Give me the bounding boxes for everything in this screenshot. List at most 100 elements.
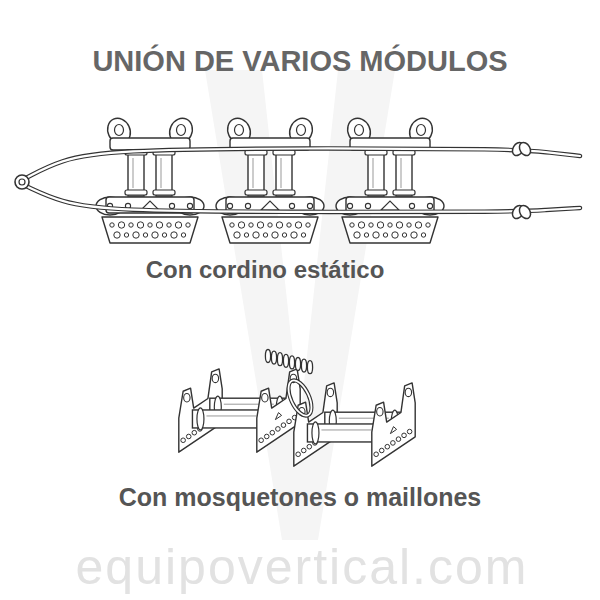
plate-notch [390, 427, 396, 434]
base-notch [261, 201, 279, 210]
plate-hole [281, 423, 286, 428]
roller [248, 150, 264, 196]
plate-hole [110, 223, 114, 227]
plate-hole [137, 222, 143, 228]
plate-hole [234, 232, 240, 238]
plate-hole [402, 433, 407, 438]
plate-hole [192, 430, 197, 435]
plate-hole [156, 222, 162, 228]
roller-shade [373, 158, 374, 188]
plate-hole [264, 434, 269, 439]
plate-hole [358, 222, 364, 228]
perforated-plate [222, 217, 318, 243]
static-cord-core [26, 148, 580, 178]
roller-shade [206, 415, 256, 416]
roller-shade [161, 158, 162, 188]
coil-turn [277, 353, 282, 366]
perforated-plate [102, 217, 198, 243]
plate-hole [129, 223, 133, 227]
ear-hole [417, 125, 426, 136]
roller-module [336, 115, 444, 243]
plate-hole [354, 232, 360, 238]
carabiner [284, 377, 316, 419]
ear-hole [115, 125, 124, 136]
carabiner-core [284, 377, 316, 419]
roller-shade [133, 158, 134, 188]
plate-hole [238, 222, 244, 228]
roller-shade [253, 158, 254, 188]
plate-hole [396, 222, 402, 228]
ear-hole [235, 125, 244, 136]
roller-flange [365, 190, 387, 195]
base-hole [245, 203, 250, 208]
plate-hole [307, 444, 312, 449]
roller [368, 150, 384, 196]
base-hole [427, 203, 432, 208]
ring [15, 175, 29, 189]
plate-hole [171, 232, 177, 238]
plate-hole [124, 233, 128, 237]
plate-hole [377, 408, 383, 416]
plate-hole [276, 427, 281, 432]
base-hole [289, 203, 294, 208]
plate-hole [301, 233, 305, 237]
coil-turn [307, 361, 312, 374]
plate-hole [373, 232, 379, 238]
plate-hole [282, 233, 286, 237]
roller-flange [273, 190, 295, 195]
spring-coil [265, 350, 312, 374]
plate-hole [374, 452, 379, 457]
roller [128, 150, 144, 196]
roller-shade [281, 158, 282, 188]
plate-hole [426, 223, 430, 227]
plate-hole [295, 222, 301, 228]
plate-hole [306, 223, 310, 227]
plate-hole [118, 222, 124, 228]
roller [156, 150, 172, 196]
knot-loop [517, 140, 533, 157]
plate-hole [186, 223, 190, 227]
knot-loop [517, 203, 533, 220]
plate-hole [114, 232, 120, 238]
roller-module-perspective [179, 369, 300, 452]
plate-hole [327, 388, 333, 396]
plate-hole [377, 222, 383, 228]
plate-hole [276, 222, 282, 228]
plate-hole [152, 232, 158, 238]
roller-module [216, 115, 324, 243]
roller-module-perspective [294, 383, 415, 466]
plate-hole [175, 222, 181, 228]
plate-hole [143, 233, 147, 237]
plate-hole [402, 233, 406, 237]
plate-hole [167, 223, 171, 227]
plate-hole [133, 232, 139, 238]
caption-label: Con mosquetones o maillones [119, 483, 482, 512]
plate-hole [369, 223, 373, 227]
plate-hole [262, 394, 268, 402]
coil-turn [289, 356, 294, 369]
plate-hole [287, 419, 292, 424]
coil-turn [301, 359, 306, 372]
plate-hole [405, 388, 411, 396]
plate-hole [184, 394, 190, 402]
ring-hole [19, 179, 25, 185]
plate-notch [275, 413, 281, 420]
plate-hole [181, 438, 186, 443]
base-hole [409, 203, 414, 208]
roller-shade [401, 158, 402, 188]
plate-hole [391, 441, 396, 446]
base-hole [347, 203, 352, 208]
roller-flange [197, 408, 204, 430]
plate-hole [181, 233, 185, 237]
watermark: equipovertical.com [76, 539, 529, 597]
plate-hole [411, 232, 417, 238]
plate-hole [388, 223, 392, 227]
plate-hole [212, 374, 218, 382]
perforated-plate [342, 217, 438, 243]
carabiner-outline [284, 377, 316, 419]
coil-turn [283, 354, 288, 367]
roller [276, 150, 292, 196]
plate-hole [287, 223, 291, 227]
static-cord-core [26, 186, 580, 212]
